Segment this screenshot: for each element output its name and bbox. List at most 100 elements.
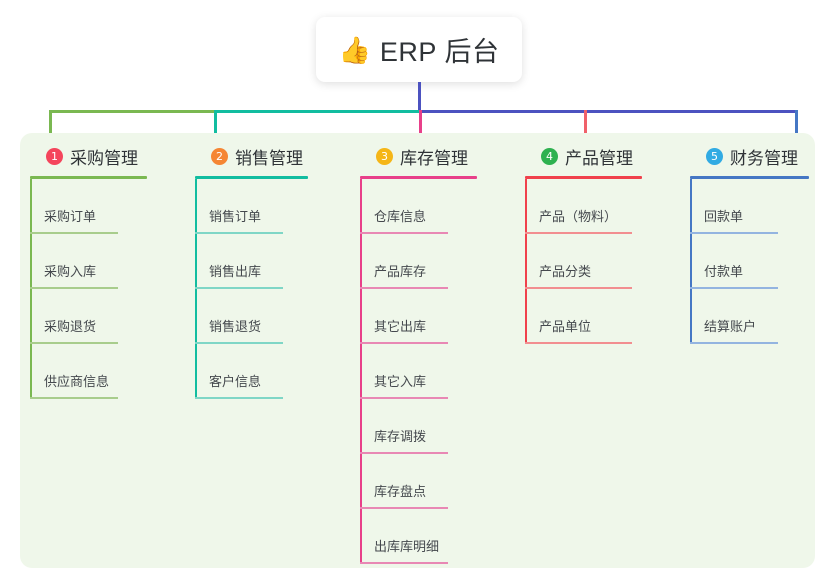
leaf-spine [195,179,197,399]
category-title: 库存管理 [400,148,468,168]
leaf-list: 回款单付款单结算账户 [690,179,809,344]
leaf-item-underline [360,397,448,399]
connector-bar-segment-3 [419,110,798,113]
category-underline [690,176,809,179]
category-number-badge: 5 [706,147,723,165]
category-header-5[interactable]: 5 财务管理 [690,143,809,169]
leaf-item-underline [195,342,283,344]
leaf-item[interactable]: 结算账户 [690,289,809,344]
leaf-item-label: 其它出库 [374,319,427,334]
leaf-item-underline [525,342,632,344]
category-number-badge: 4 [541,147,558,165]
leaf-item[interactable]: 产品（物料） [525,179,642,234]
leaf-item[interactable]: 仓库信息 [360,179,477,234]
leaf-item[interactable]: 产品分类 [525,234,642,289]
category-title: 销售管理 [235,148,303,168]
connector-bar-segment-1 [49,110,214,113]
connector-drop-4 [584,110,587,138]
leaf-item-label: 产品库存 [374,264,427,279]
leaf-item-underline [360,287,448,289]
leaf-item-underline [360,342,448,344]
category-column-2: 2 销售管理销售订单销售出库销售退货客户信息 [195,143,308,399]
category-underline [525,176,642,179]
leaf-item[interactable]: 采购入库 [30,234,147,289]
leaf-item[interactable]: 销售退货 [195,289,308,344]
category-underline [195,176,308,179]
category-header-2[interactable]: 2 销售管理 [195,143,308,169]
category-number-badge: 3 [376,147,393,165]
leaf-item-label: 供应商信息 [44,374,110,389]
leaf-item[interactable]: 销售出库 [195,234,308,289]
connector-drop-3 [419,110,422,138]
category-number-badge: 1 [46,147,63,165]
connector-bar-segment-2 [214,110,419,113]
category-header-3[interactable]: 3 库存管理 [360,143,477,169]
leaf-item-label: 采购入库 [44,264,97,279]
leaf-item[interactable]: 回款单 [690,179,809,234]
category-underline [30,176,147,179]
category-number-badge: 2 [211,147,228,165]
connector-drop-2 [214,110,217,138]
diagram-panel [20,133,815,568]
leaf-list: 产品（物料） 产品分类产品单位 [525,179,642,344]
leaf-item-label: 回款单 [704,209,744,224]
leaf-item-underline [690,232,778,234]
leaf-item-underline [360,232,448,234]
leaf-item-label: 产品分类 [539,264,592,279]
leaf-item[interactable]: 采购退货 [30,289,147,344]
leaf-item[interactable]: 库存调拨 [360,399,477,454]
leaf-item[interactable]: 出库库明细 [360,509,477,564]
root-node-card[interactable]: 👍 ERP 后台 [316,17,522,82]
connector-drop-1 [49,110,52,138]
leaf-item-label: 库存调拨 [374,429,427,444]
leaf-item-underline [30,342,118,344]
leaf-item[interactable]: 付款单 [690,234,809,289]
leaf-list: 采购订单采购入库采购退货供应商信息 [30,179,147,399]
connector-drop-5 [795,110,798,138]
leaf-item[interactable]: 产品单位 [525,289,642,344]
leaf-spine [360,179,362,564]
leaf-item-label: 采购订单 [44,209,97,224]
leaf-item-underline [525,287,632,289]
leaf-item-label: 销售退货 [209,319,262,334]
leaf-spine [690,179,692,344]
leaf-item[interactable]: 销售订单 [195,179,308,234]
leaf-list: 销售订单销售出库销售退货客户信息 [195,179,308,399]
leaf-item[interactable]: 采购订单 [30,179,147,234]
leaf-item[interactable]: 库存盘点 [360,454,477,509]
leaf-item-label: 产品（物料） [539,209,618,224]
leaf-item[interactable]: 产品库存 [360,234,477,289]
leaf-item-underline [525,232,632,234]
category-column-3: 3 库存管理仓库信息产品库存其它出库其它入库库存调拨库存盘点出库库明细 [360,143,477,564]
leaf-item-label: 销售订单 [209,209,262,224]
leaf-item[interactable]: 其它入库 [360,344,477,399]
leaf-item[interactable]: 供应商信息 [30,344,147,399]
leaf-item-underline [690,287,778,289]
category-title: 采购管理 [70,148,138,168]
leaf-item-label: 库存盘点 [374,484,427,499]
category-underline [360,176,477,179]
leaf-item-label: 采购退货 [44,319,97,334]
leaf-item-underline [690,342,778,344]
connector-root-stem [418,82,421,113]
leaf-item-underline [360,562,448,564]
leaf-item-underline [360,507,448,509]
category-header-1[interactable]: 1 采购管理 [30,143,147,169]
leaf-item[interactable]: 客户信息 [195,344,308,399]
category-column-5: 5 财务管理回款单付款单结算账户 [690,143,809,344]
leaf-item-label: 客户信息 [209,374,262,389]
category-column-1: 1 采购管理采购订单采购入库采购退货供应商信息 [30,143,147,399]
leaf-item-label: 仓库信息 [374,209,427,224]
leaf-item-underline [360,452,448,454]
leaf-item-label: 付款单 [704,264,744,279]
leaf-item-underline [195,232,283,234]
category-title: 财务管理 [730,148,798,168]
page-title: ERP 后台 [379,37,500,67]
leaf-item-label: 其它入库 [374,374,427,389]
leaf-item[interactable]: 其它出库 [360,289,477,344]
leaf-item-underline [30,287,118,289]
leaf-spine [525,179,527,344]
leaf-item-label: 销售出库 [209,264,262,279]
